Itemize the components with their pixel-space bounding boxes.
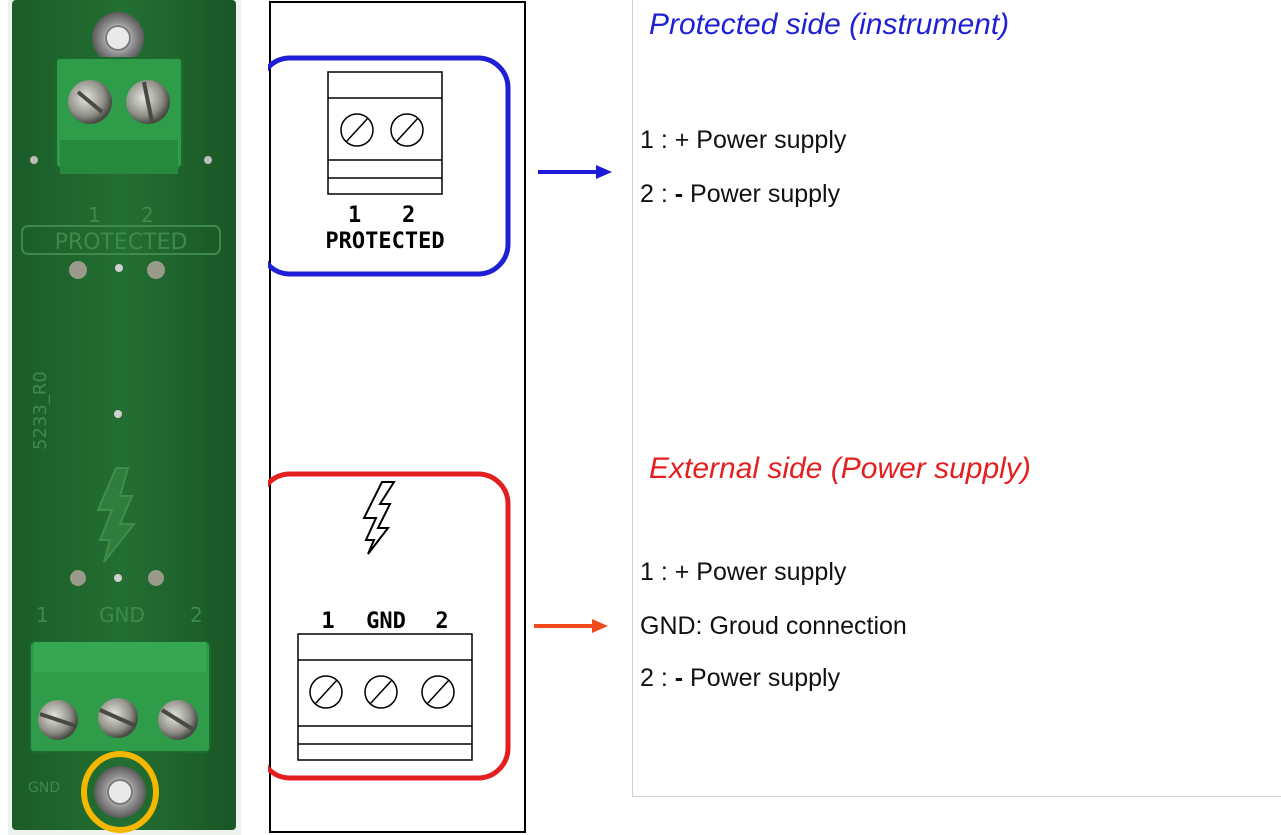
pin-prefix: GND: <box>640 612 710 640</box>
top-standoff <box>92 12 144 64</box>
pcb-gnd-number: 2 <box>190 603 203 627</box>
pcb-protected-number: 1 <box>88 203 101 227</box>
pin-description: Groud connection <box>709 612 907 640</box>
screw-icon <box>364 675 398 709</box>
pcb-board-photo: 1 2 PROTECTED 5233_R0 1 GND 2 GND <box>8 0 241 835</box>
description-panel: Protected side (instrument) 1 : + Power … <box>632 0 1281 797</box>
pin-description: Power supply <box>696 126 847 154</box>
pin-prefix: 2 : <box>640 664 675 692</box>
external-connector-drawing <box>297 633 473 761</box>
protected-highlight-box <box>268 55 511 277</box>
schematic-external-label: 1 <box>321 609 334 634</box>
arrow-right-icon <box>538 165 612 179</box>
pin-prefix: 2 : <box>640 180 675 208</box>
screw-icon <box>340 113 374 147</box>
protected-connector-drawing <box>327 71 443 195</box>
arrow-right-icon <box>534 619 608 633</box>
screw-icon <box>390 113 424 147</box>
pcb-protected-label: PROTECTED <box>55 230 188 255</box>
pcb-gnd-label: GND <box>99 603 145 627</box>
schematic-drawing: 1 2 PROTECTED 1 GND 2 <box>268 1 526 833</box>
screw-icon <box>421 675 455 709</box>
external-section-title: External side (Power supply) <box>649 452 1031 485</box>
screw-icon <box>309 675 343 709</box>
lightning-bolt-icon <box>96 467 137 563</box>
schematic-protected-number: 1 <box>348 203 361 228</box>
external-line-3: 2 : - Power supply <box>640 664 840 693</box>
protected-line-1: 1 : + Power supply <box>640 126 846 155</box>
pin-prefix: 1 : + <box>640 558 697 586</box>
schematic-protected-number: 2 <box>402 203 415 228</box>
protected-line-2: 2 : - Power supply <box>640 180 840 209</box>
ground-standoff <box>81 751 159 833</box>
external-highlight-box <box>268 471 511 781</box>
external-line-2: GND: Groud connection <box>640 612 907 641</box>
pcb-protected-number: 2 <box>141 203 154 227</box>
minus-sign: - <box>674 180 684 208</box>
pcb-bottom-mark: GND <box>28 780 60 796</box>
schematic-protected-label: PROTECTED <box>325 229 444 254</box>
pcb-body <box>12 0 236 830</box>
ground-highlight-ring <box>81 751 159 833</box>
protected-terminal-block <box>55 57 183 174</box>
lightning-bolt-icon <box>362 481 396 555</box>
schematic-external-label: 2 <box>435 609 448 634</box>
pin-description: Power supply <box>696 558 847 586</box>
pin-description: Power supply <box>683 180 841 208</box>
pin-prefix: 1 : + <box>640 126 697 154</box>
minus-sign: - <box>674 664 684 692</box>
pcb-side-code: 5233_R0 <box>30 371 51 450</box>
external-terminal-block <box>29 641 211 753</box>
arrows-layer <box>534 165 612 633</box>
pcb-gnd-number: 1 <box>36 603 49 627</box>
external-line-1: 1 : + Power supply <box>640 558 846 587</box>
protected-section-title: Protected side (instrument) <box>649 8 1010 41</box>
pin-description: Power supply <box>683 664 841 692</box>
schematic-external-label: GND <box>366 609 406 634</box>
